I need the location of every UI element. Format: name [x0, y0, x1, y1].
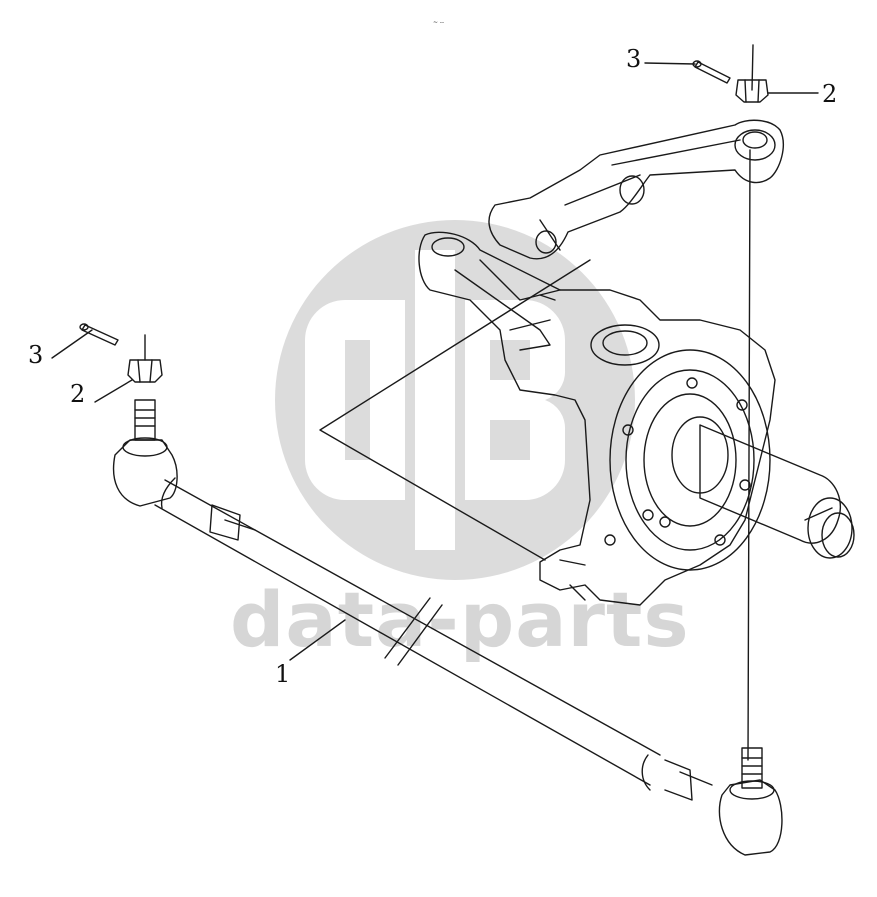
top-castle-nut — [735, 79, 769, 103]
assembly-centerline — [747, 44, 754, 761]
callout-leaders — [51, 62, 819, 661]
knuckle-leader — [319, 259, 591, 561]
steering-knuckle — [418, 231, 855, 606]
right-ball-joint — [718, 747, 783, 856]
watermark-text: data-parts — [230, 575, 690, 664]
left-ball-joint — [112, 399, 178, 507]
callout-3-top: 3 — [626, 45, 642, 73]
top-cotter-pin — [692, 60, 731, 84]
callout-3-left: 3 — [28, 341, 44, 369]
callout-2-top: 2 — [822, 80, 838, 108]
left-cotter-pin — [79, 323, 119, 346]
header-mark: ~ -- — [433, 19, 444, 26]
callout-1: 1 — [275, 660, 291, 688]
left-castle-nut — [127, 334, 163, 383]
steering-arm — [488, 119, 784, 260]
tie-rod — [154, 477, 713, 801]
callout-2-left: 2 — [70, 380, 86, 408]
